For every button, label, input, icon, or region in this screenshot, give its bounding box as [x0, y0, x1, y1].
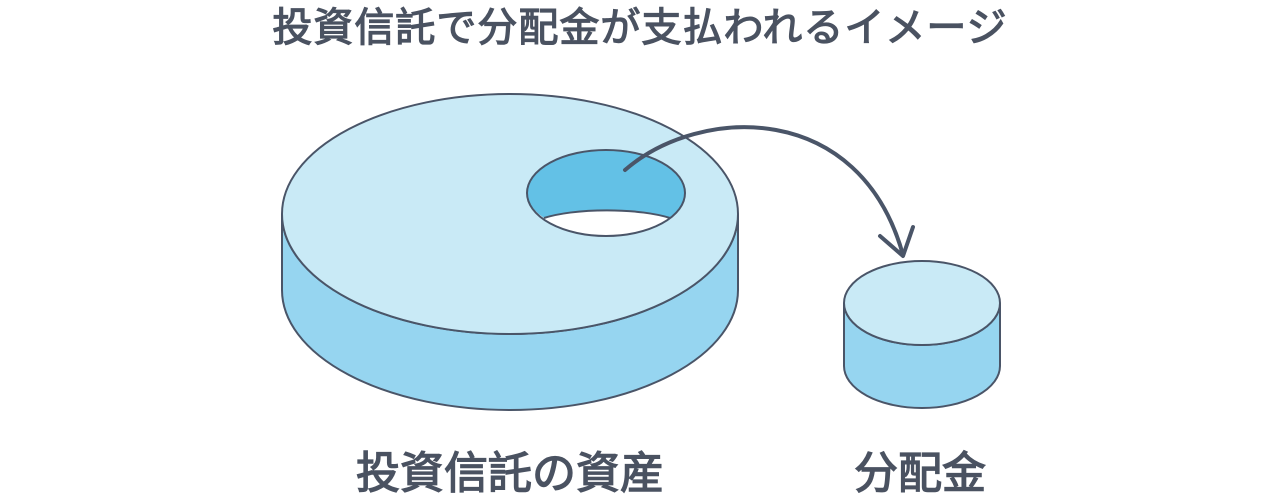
hole-inner-edge: [543, 209, 671, 219]
payout-arrow: [623, 125, 915, 258]
dividend-label: 分配金: [854, 448, 986, 499]
dividend-cylinder: [843, 260, 1001, 409]
payout-arrow-curve: [623, 125, 905, 257]
assets-label: 投資信託の資産: [356, 448, 664, 499]
extracted-hole: [526, 149, 686, 237]
payout-arrow-head: [878, 225, 915, 258]
assets-cylinder: [281, 93, 739, 411]
hole-inner-wall: [527, 150, 685, 218]
page-title: 投資信託で分配金が支払われるイメージ: [272, 5, 1008, 51]
dividend-cylinder-top: [843, 260, 1001, 346]
hole-outline: [526, 149, 686, 237]
